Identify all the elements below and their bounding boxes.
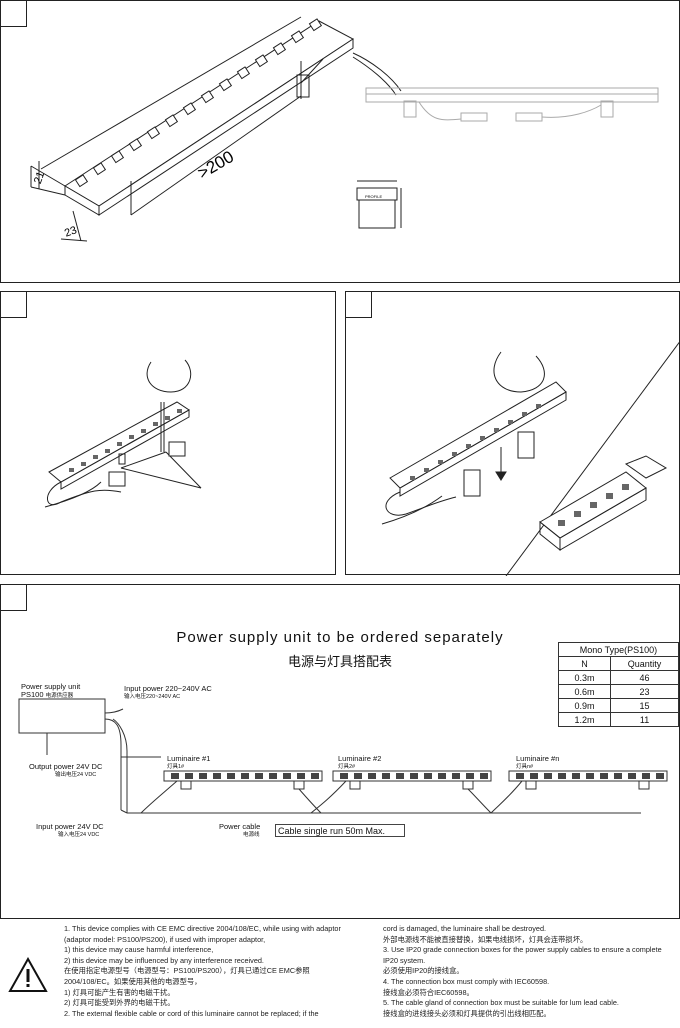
table-header-n: N bbox=[557, 656, 612, 671]
table-title: Mono Type(PS100) bbox=[558, 642, 679, 657]
panel-tag bbox=[1, 585, 27, 611]
install-clips-drawing bbox=[44, 359, 202, 508]
input-power-ac: Input power 220~240V AC 输入电压220~240V AC bbox=[124, 684, 212, 701]
note-line: 2004/108/EC。如果使用其他的电源型号， bbox=[64, 976, 202, 986]
psu-label: Power supply unit PS100 电源供应器 bbox=[21, 682, 81, 700]
psu-model-cn: 电源供应器 bbox=[45, 693, 74, 699]
note-line: 2) 灯具可能受到外界的电磁干扰。 bbox=[64, 998, 175, 1008]
dim-width: 23 bbox=[63, 224, 79, 239]
input-power-dc-cn: 输入电压24 VDC bbox=[58, 832, 100, 838]
luminaire-1-label: Luminaire #1 灯具1# bbox=[167, 754, 211, 771]
note-line: 2. The external flexible cable or cord o… bbox=[64, 1008, 319, 1018]
panel-tag bbox=[1, 1, 27, 27]
output-power-cn: 输出电压24 VDC bbox=[55, 772, 97, 778]
note-line: cord is damaged, the luminaire shall be … bbox=[383, 924, 547, 933]
note-line: 1) 灯具可能产生有害的电磁干扰。 bbox=[64, 987, 175, 997]
notes-left: 1. This device complies with CE EMC dire… bbox=[64, 924, 341, 1019]
note-line: 1. This device complies with CE EMC dire… bbox=[64, 924, 341, 933]
output-power: Output power 24V DC 输出电压24 VDC bbox=[29, 762, 103, 779]
psu-model: PS100 bbox=[21, 690, 44, 699]
table-header-quantity: Quantity bbox=[610, 656, 679, 671]
power-cable-label: Power cable 电源线 bbox=[219, 822, 261, 839]
fixture-drawing: 21 23 >200 PROFILE bbox=[30, 16, 659, 242]
clip-fixture-drawing bbox=[381, 340, 680, 576]
wiring-diagram bbox=[18, 698, 668, 814]
power-title-cn: 电源与灯具搭配表 bbox=[287, 654, 392, 669]
power-cable-cn: 电源线 bbox=[243, 832, 260, 838]
panel-tag bbox=[1, 292, 27, 318]
note-line: 在使用指定电源型号（电源型号：PS100/PS200），灯具已通过CE EMC参… bbox=[64, 966, 310, 976]
luminaire-2-label: Luminaire #2 灯具2# bbox=[338, 754, 382, 771]
note-line: 外部电源线不能被直接替换，如果电线损坏，灯具会连带损坏。 bbox=[383, 934, 588, 944]
power-title-en: Power supply unit to be ordered separate… bbox=[176, 629, 504, 646]
note-line: (adaptor model: PS100/PS200), if used wi… bbox=[64, 934, 266, 944]
dim-height: 21 bbox=[32, 170, 47, 186]
note-line: IP20 system. bbox=[383, 955, 426, 965]
note-line: 必须使用IP20的接线盒。 bbox=[383, 966, 464, 976]
panel-install-clips bbox=[0, 291, 336, 575]
notes-right: cord is damaged, the luminaire shall be … bbox=[383, 924, 662, 1019]
panel-tag bbox=[346, 292, 372, 318]
warning-icon bbox=[8, 957, 48, 992]
note-line: 接线盒必须符合IEC60598。 bbox=[383, 987, 474, 997]
note-line: 2) this device may be influenced by any … bbox=[64, 955, 264, 965]
note-line: 接线盒的进线接头必须和灯具提供的引出线相匹配。 bbox=[383, 1008, 551, 1018]
note-line: 3. Use IP20 grade connection boxes for t… bbox=[383, 945, 662, 955]
input-power-ac-cn: 输入电压220~240V AC bbox=[124, 694, 181, 700]
input-power-dc: Input power 24V DC 输入电压24 VDC bbox=[36, 822, 104, 839]
note-line: 4. The connection box must comply with I… bbox=[383, 976, 550, 986]
note-line: 1) this device may cause harmful interfe… bbox=[64, 945, 214, 955]
panel-power-supply: Power supply unit to be ordered separate… bbox=[0, 584, 680, 919]
panel-dimensions: 21 23 >200 PROFILE bbox=[0, 0, 680, 283]
panel-clip-fixture bbox=[345, 291, 680, 576]
note-line: 5. The cable gland of connection box mus… bbox=[383, 998, 619, 1008]
profile-label: PROFILE bbox=[365, 194, 382, 199]
dim-cable: >200 bbox=[194, 147, 237, 183]
luminaire-n-label: Luminaire #n 灯具n# bbox=[516, 754, 560, 771]
cable-note: Cable single run 50m Max. bbox=[275, 824, 405, 837]
